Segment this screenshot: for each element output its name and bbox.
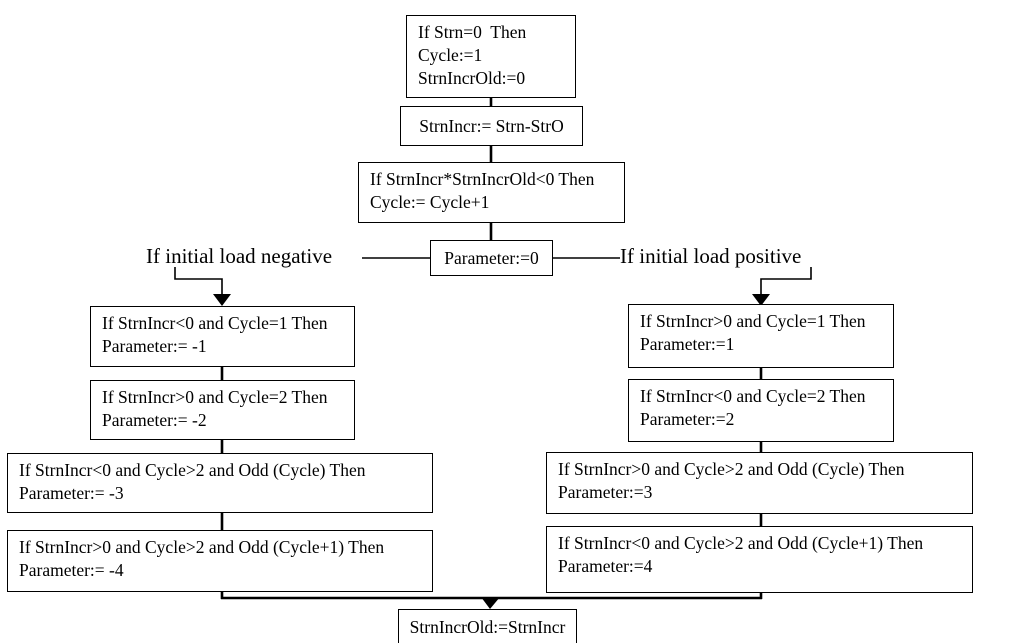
node-text-line: Cycle:=1: [418, 45, 483, 65]
node-positive-rule-1: If StrnIncr>0 and Cycle=1 Then Parameter…: [628, 304, 894, 368]
arrowhead-positive-branch: [752, 294, 770, 306]
node-init-check: If Strn=0 Then Cycle:=1 StrnIncrOld:=0: [406, 15, 576, 98]
node-strain-increment: StrnIncr:= Strn-StrO: [400, 106, 583, 146]
node-text-line: Parameter:= -1: [102, 336, 207, 356]
node-text-line: StrnIncrOld:=0: [418, 68, 526, 88]
label-negative-branch: If initial load negative: [146, 244, 333, 268]
arrowhead-negative-branch: [213, 294, 231, 306]
node-text-line: If StrnIncr<0 and Cycle=1 Then: [102, 313, 328, 333]
node-text-line: Parameter:=4: [558, 556, 653, 576]
node-text-line: Parameter:=2: [640, 409, 735, 429]
node-text-line: If StrnIncr>0 and Cycle=1 Then: [640, 311, 866, 331]
node-positive-rule-3: If StrnIncr>0 and Cycle>2 and Odd (Cycle…: [546, 452, 973, 514]
node-text-line: If StrnIncr<0 and Cycle>2 and Odd (Cycle…: [558, 533, 924, 553]
node-text-line: Parameter:=1: [640, 334, 735, 354]
node-text-line: Parameter:= -2: [102, 410, 207, 430]
node-text-line: StrnIncrOld:=StrnIncr: [409, 616, 566, 637]
node-text-line: If StrnIncr>0 and Cycle>2 and Odd (Cycle…: [558, 459, 905, 479]
arrow-negative-branch: [174, 267, 223, 296]
label-positive-branch: If initial load positive: [620, 244, 802, 268]
node-negative-rule-3: If StrnIncr<0 and Cycle>2 and Odd (Cycle…: [7, 453, 433, 513]
arrow-positive-branch: [760, 267, 812, 296]
node-text-line: If StrnIncr<0 and Cycle>2 and Odd (Cycle…: [19, 460, 366, 480]
arrowhead-end-box: [481, 597, 500, 609]
node-store-old-increment: StrnIncrOld:=StrnIncr: [398, 609, 577, 643]
node-text-line: Cycle:= Cycle+1: [370, 192, 490, 212]
node-text-line: If StrnIncr>0 and Cycle>2 and Odd (Cycle…: [19, 537, 385, 557]
node-positive-rule-4: If StrnIncr<0 and Cycle>2 and Odd (Cycle…: [546, 526, 973, 593]
node-text-line: If Strn=0 Then: [418, 22, 527, 42]
node-text-line: Parameter:=3: [558, 482, 653, 502]
node-negative-rule-4: If StrnIncr>0 and Cycle>2 and Odd (Cycle…: [7, 530, 433, 592]
node-text-line: StrnIncr:= Strn-StrO: [419, 115, 564, 136]
node-text-line: Parameter:= -4: [19, 560, 124, 580]
node-positive-rule-2: If StrnIncr<0 and Cycle=2 Then Parameter…: [628, 379, 894, 442]
node-negative-rule-1: If StrnIncr<0 and Cycle=1 Then Parameter…: [90, 306, 355, 367]
node-text-line: Parameter:=0: [444, 247, 539, 268]
node-cycle-increment: If StrnIncr*StrnIncrOld<0 Then Cycle:= C…: [358, 162, 625, 223]
node-text-line: If StrnIncr<0 and Cycle=2 Then: [640, 386, 866, 406]
node-parameter-zero: Parameter:=0: [430, 240, 553, 276]
node-text-line: Parameter:= -3: [19, 483, 124, 503]
node-text-line: If StrnIncr*StrnIncrOld<0 Then: [370, 169, 595, 189]
node-negative-rule-2: If StrnIncr>0 and Cycle=2 Then Parameter…: [90, 380, 355, 440]
node-text-line: If StrnIncr>0 and Cycle=2 Then: [102, 387, 328, 407]
